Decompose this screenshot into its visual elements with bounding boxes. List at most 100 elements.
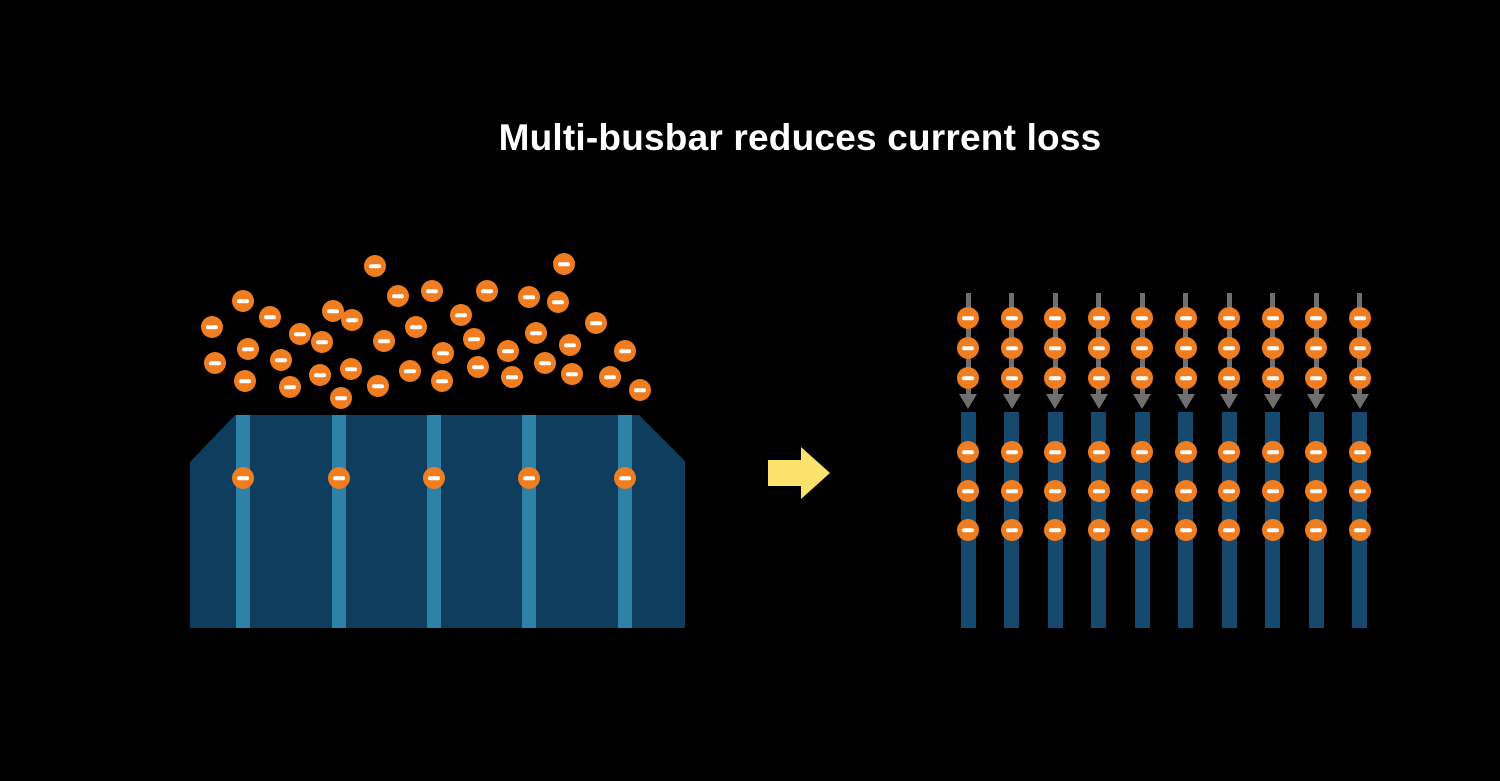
electron-icon xyxy=(311,331,333,353)
minus-icon xyxy=(1005,346,1018,350)
electron-icon xyxy=(373,330,395,352)
minus-icon xyxy=(1310,346,1322,350)
minus-icon xyxy=(239,379,251,383)
minus-icon xyxy=(404,369,416,373)
minus-icon xyxy=(962,489,974,493)
minus-icon xyxy=(1353,450,1366,454)
minus-icon xyxy=(566,372,578,376)
current-flow-arrowhead-icon xyxy=(1176,394,1195,409)
minus-icon xyxy=(502,349,514,353)
electron-icon xyxy=(1000,337,1023,359)
electron-icon xyxy=(497,340,519,362)
electron-icon xyxy=(1087,367,1110,389)
electron-icon xyxy=(467,356,489,378)
minus-icon xyxy=(1223,450,1235,454)
electron-icon xyxy=(1131,307,1153,329)
electron-icon xyxy=(1348,307,1371,329)
electron-icon xyxy=(1174,519,1197,541)
electron-icon xyxy=(957,480,979,502)
minus-icon xyxy=(1223,316,1235,320)
electron-icon xyxy=(1261,441,1284,463)
electron-icon xyxy=(204,352,226,374)
minus-icon xyxy=(472,365,484,369)
electron-icon xyxy=(1044,307,1066,329)
electron-icon xyxy=(534,352,556,374)
minus-icon xyxy=(275,358,287,362)
electron-icon xyxy=(1305,367,1327,389)
diagram-title: Multi-busbar reduces current loss xyxy=(498,117,1102,158)
minus-icon xyxy=(1136,346,1148,350)
electron-icon xyxy=(1348,519,1371,541)
minus-icon xyxy=(481,289,493,293)
electron-icon xyxy=(1174,480,1197,502)
electron-icon xyxy=(423,467,445,489)
minus-icon xyxy=(1223,528,1235,532)
electron-icon xyxy=(1348,337,1371,359)
minus-icon xyxy=(392,294,404,298)
electron-icon xyxy=(328,467,350,489)
current-flow-arrowhead-icon xyxy=(1002,394,1021,409)
electron-icon xyxy=(1000,441,1023,463)
electron-icon xyxy=(957,307,979,329)
electron-icon xyxy=(259,306,281,328)
electron-icon xyxy=(340,358,362,380)
minus-icon xyxy=(1136,489,1148,493)
current-flow-arrowhead-icon xyxy=(1046,394,1064,409)
electron-icon xyxy=(476,280,498,302)
electron-icon xyxy=(1087,307,1110,329)
electron-icon xyxy=(1087,337,1110,359)
minus-icon xyxy=(962,376,974,380)
minus-icon xyxy=(455,313,467,317)
minus-icon xyxy=(1353,316,1366,320)
minus-icon xyxy=(1266,450,1279,454)
electron-icon xyxy=(1174,367,1197,389)
minus-icon xyxy=(410,325,422,329)
electron-icon xyxy=(1000,307,1023,329)
electron-icon xyxy=(322,300,344,322)
minus-icon xyxy=(369,264,381,268)
minus-icon xyxy=(1092,376,1105,380)
minus-icon xyxy=(1136,528,1148,532)
minus-icon xyxy=(1266,528,1279,532)
minus-icon xyxy=(1179,316,1192,320)
minus-icon xyxy=(426,289,438,293)
minus-icon xyxy=(1092,528,1105,532)
electron-icon xyxy=(1218,367,1240,389)
electron-icon xyxy=(1131,367,1153,389)
busbar-stripe xyxy=(522,415,536,628)
electron-icon xyxy=(309,364,331,386)
electron-icon xyxy=(1305,441,1327,463)
electron-icon xyxy=(1261,337,1284,359)
busbar-stripe xyxy=(236,415,250,628)
minus-icon xyxy=(437,351,449,355)
electron-icon xyxy=(1131,441,1153,463)
minus-icon xyxy=(316,340,328,344)
busbar-stripe xyxy=(427,415,441,628)
electron-icon xyxy=(1044,441,1066,463)
electron-icon xyxy=(1261,307,1284,329)
minus-icon xyxy=(1136,376,1148,380)
minus-icon xyxy=(284,385,296,389)
minus-icon xyxy=(530,331,542,335)
electron-icon xyxy=(1218,480,1240,502)
minus-icon xyxy=(335,396,347,400)
minus-icon xyxy=(346,318,358,322)
electron-icon xyxy=(1000,480,1023,502)
right-arrow-icon xyxy=(768,447,830,499)
electron-icon xyxy=(1174,307,1197,329)
electron-icon xyxy=(387,285,409,307)
minus-icon xyxy=(1092,346,1105,350)
electron-icon xyxy=(599,366,621,388)
electron-icon xyxy=(431,370,453,392)
minus-icon xyxy=(558,262,570,266)
electron-icon xyxy=(341,309,363,331)
electron-icon xyxy=(201,316,223,338)
current-flow-arrowhead-icon xyxy=(1307,394,1325,409)
minus-icon xyxy=(314,373,326,377)
electron-icon xyxy=(1087,519,1110,541)
electron-icon xyxy=(1174,441,1197,463)
electron-icon xyxy=(1218,307,1240,329)
electron-icon xyxy=(518,286,540,308)
electron-icon xyxy=(1305,337,1327,359)
